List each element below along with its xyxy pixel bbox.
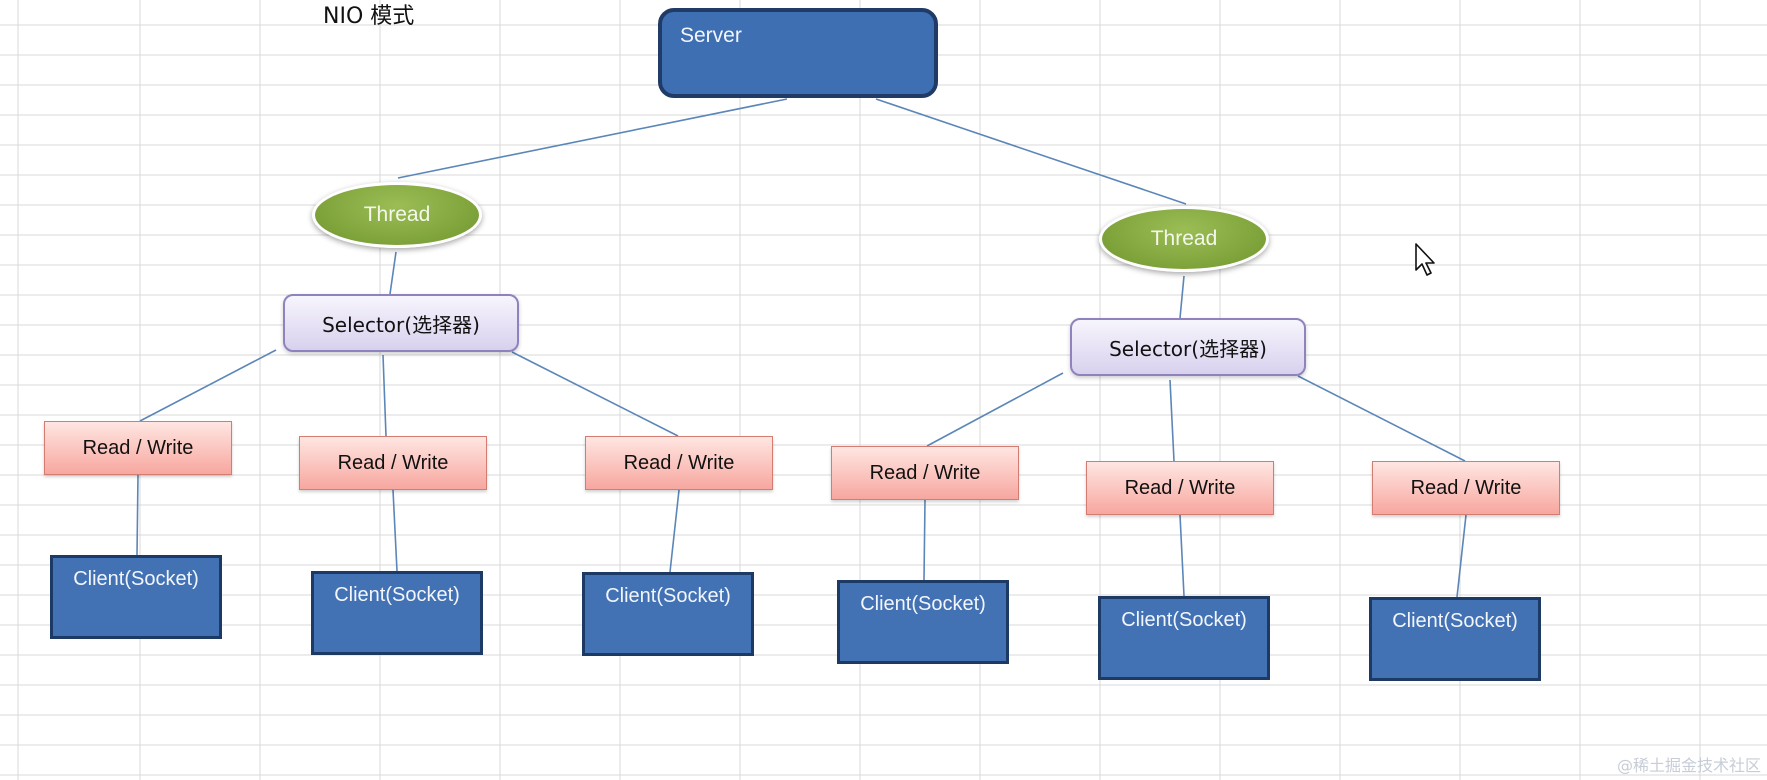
connector-line: [382, 354, 387, 437]
connector-line: [926, 372, 1064, 447]
thread-node-2: Thread: [1099, 206, 1269, 272]
selector-label: Selector(选择器): [322, 312, 480, 337]
server-box: Server: [658, 8, 938, 98]
connector-line: [392, 489, 398, 572]
connector-line: [1169, 379, 1175, 462]
client-label: Client(Socket): [1392, 610, 1518, 632]
connector-line: [875, 98, 1187, 205]
read-write-label: Read / Write: [82, 436, 194, 459]
connector-line: [389, 251, 397, 295]
read-write-box: Read / Write: [585, 436, 773, 490]
mouse-pointer-icon: [1415, 243, 1435, 276]
client-socket-box: Client(Socket): [311, 571, 483, 655]
connector-line: [136, 474, 139, 556]
read-write-label: Read / Write: [1410, 476, 1522, 499]
thread-label: Thread: [1150, 227, 1218, 250]
read-write-label: Read / Write: [869, 461, 981, 484]
connector-line: [1456, 514, 1467, 598]
read-write-box: Read / Write: [1372, 461, 1560, 515]
selector-label: Selector(选择器): [1109, 336, 1267, 361]
connector-line: [397, 98, 788, 179]
connector-line: [1297, 375, 1466, 462]
read-write-box: Read / Write: [44, 421, 232, 475]
thread-node-1: Thread: [312, 182, 482, 248]
thread-label: Thread: [363, 203, 431, 226]
connector-line: [1179, 275, 1185, 319]
client-socket-box: Client(Socket): [1369, 597, 1541, 681]
selector-node-2: Selector(选择器): [1070, 318, 1306, 376]
client-label: Client(Socket): [73, 568, 199, 590]
client-label: Client(Socket): [334, 584, 460, 606]
connector-line: [1179, 514, 1185, 597]
read-write-label: Read / Write: [1124, 476, 1236, 499]
read-write-box: Read / Write: [831, 446, 1019, 500]
client-socket-box: Client(Socket): [1098, 596, 1270, 680]
client-label: Client(Socket): [605, 585, 731, 607]
connector-line: [511, 351, 679, 437]
connector-line: [669, 489, 680, 573]
read-write-label: Read / Write: [337, 451, 449, 474]
read-write-box: Read / Write: [299, 436, 487, 490]
read-write-label: Read / Write: [623, 451, 735, 474]
watermark: @稀土掘金技术社区: [1616, 756, 1761, 775]
client-socket-box: Client(Socket): [582, 572, 754, 656]
server-label: Server: [680, 24, 742, 47]
client-label: Client(Socket): [1121, 609, 1247, 631]
client-label: Client(Socket): [860, 593, 986, 615]
read-write-box: Read / Write: [1086, 461, 1274, 515]
client-socket-box: Client(Socket): [837, 580, 1009, 664]
selector-node-1: Selector(选择器): [283, 294, 519, 352]
client-socket-box: Client(Socket): [50, 555, 222, 639]
connector-line: [923, 499, 926, 581]
connector-line: [139, 349, 277, 422]
diagram-title: NIO 模式: [323, 4, 415, 29]
